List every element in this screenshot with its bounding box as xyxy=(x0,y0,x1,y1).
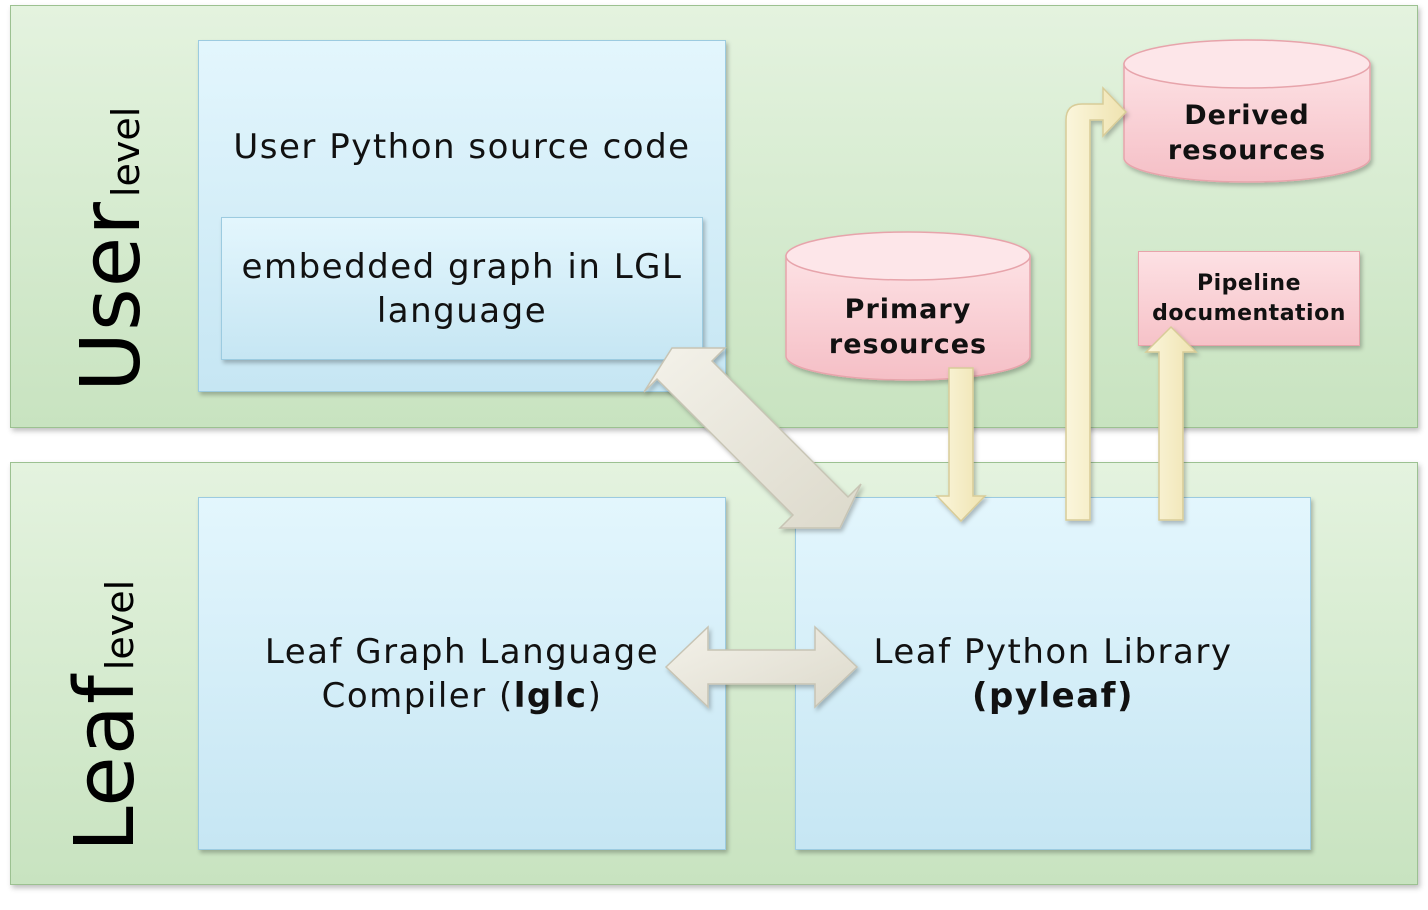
derived-resources-line2: resources xyxy=(1167,135,1327,166)
pipeline-documentation-box: Pipeline documentation xyxy=(1138,251,1360,346)
embedded-graph-line1: embedded graph in LGL xyxy=(241,246,683,287)
compiler-line2-prefix: Compiler ( xyxy=(321,675,514,716)
user-source-code-label: User Python source code xyxy=(233,127,691,167)
primary-resources-cylinder xyxy=(785,231,1031,381)
derived-resources-line1: Derived xyxy=(1184,100,1310,131)
graph-to-library-arrow xyxy=(643,347,862,529)
derived-resources-cylinder xyxy=(1123,39,1371,183)
compiler-line1: Leaf Graph Language xyxy=(264,631,660,672)
library-name: (pyleaf) xyxy=(971,675,1134,716)
embedded-graph-line2: language xyxy=(376,290,548,331)
library-to-documentation-arrow xyxy=(1144,325,1198,521)
compiler-line2-suffix: ) xyxy=(587,675,603,716)
pipeline-doc-line2: documentation xyxy=(1152,300,1346,326)
primary-resources-line2: resources xyxy=(828,329,988,360)
pipeline-doc-line1: Pipeline xyxy=(1197,270,1301,296)
primary-resources-line1: Primary xyxy=(844,294,972,325)
compiler-box: Leaf Graph Language Compiler (lglc) xyxy=(198,497,726,850)
primary-to-library-arrow xyxy=(935,367,987,523)
compiler-library-arrow xyxy=(664,625,859,709)
compiler-name: lglc xyxy=(513,675,588,716)
library-box: Leaf Python Library (pyleaf) xyxy=(795,497,1311,850)
embedded-graph-box: embedded graph in LGL language xyxy=(221,217,703,360)
primary-resources-label: Primary resources xyxy=(786,292,1030,362)
library-to-derived-arrow xyxy=(1065,86,1128,521)
derived-resources-label: Derived resources xyxy=(1124,98,1370,168)
compiler-line2: Compiler (lglc) xyxy=(265,674,659,718)
library-line1: Leaf Python Library xyxy=(873,631,1233,672)
